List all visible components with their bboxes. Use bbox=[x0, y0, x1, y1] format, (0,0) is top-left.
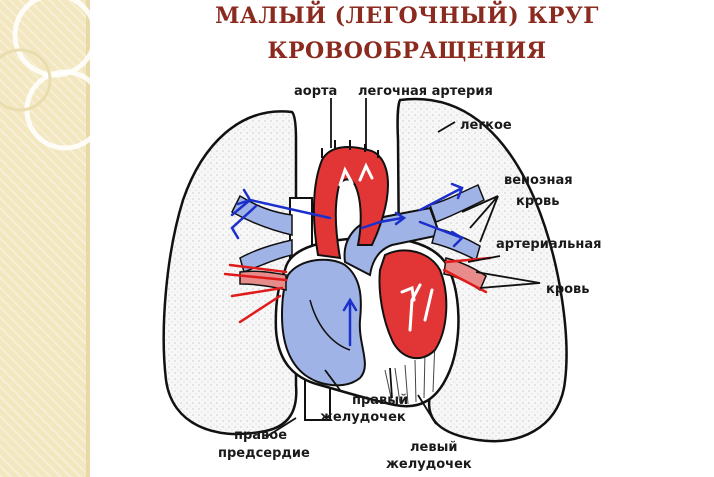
label-right-atrium-1: правое bbox=[234, 428, 288, 443]
venous-flow-arrows bbox=[230, 182, 465, 248]
left-lung bbox=[162, 110, 298, 436]
decorative-rings bbox=[0, 0, 90, 151]
chamber-flow-arrows bbox=[338, 162, 434, 332]
page-subtitle: КРОВООБРАЩЕНИЯ bbox=[267, 38, 547, 64]
right-pulmonary-artery bbox=[429, 184, 485, 223]
label-right-ventricle-1: правый bbox=[352, 393, 409, 408]
left-pulmonary-artery bbox=[231, 194, 293, 236]
page-title: МАЛЫЙ (ЛЕГОЧНЫЙ) КРУГ bbox=[215, 3, 599, 29]
label-pulmonary-artery: легочная артерия bbox=[358, 84, 493, 99]
ventricle-flow-arrows bbox=[342, 297, 358, 347]
label-lung: легкое bbox=[460, 118, 512, 133]
label-aorta: аорта bbox=[294, 84, 338, 99]
side-panel-edge bbox=[86, 0, 90, 477]
label-left-ventricle-1: левый bbox=[410, 440, 458, 455]
label-left-ventricle-2: желудочек bbox=[386, 457, 472, 472]
right-heart-chambers bbox=[280, 258, 366, 387]
label-right-atrium-2: предсердие bbox=[218, 446, 310, 461]
label-arterial-blood-1: артериальная bbox=[496, 237, 602, 252]
label-venous-blood-2: кровь bbox=[516, 194, 560, 209]
pointer-lines bbox=[265, 98, 541, 438]
label-venous-blood-1: венозная bbox=[504, 173, 573, 188]
label-arterial-blood-2: кровь bbox=[546, 282, 590, 297]
label-right-ventricle-2: желудочек bbox=[320, 410, 406, 425]
